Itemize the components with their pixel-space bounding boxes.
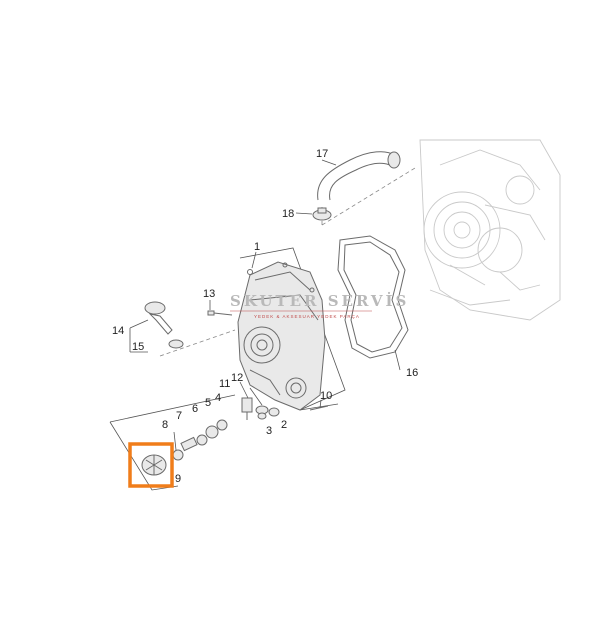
part-16-gasket bbox=[337, 235, 409, 359]
callout-10: 10 bbox=[320, 390, 332, 402]
highlight-box bbox=[128, 442, 174, 488]
callout-14: 14 bbox=[112, 325, 124, 337]
engine-background bbox=[419, 139, 561, 321]
leader-lines bbox=[173, 159, 401, 451]
callout-8: 8 bbox=[162, 419, 168, 431]
callout-labels: 17 18 1 16 13 14 15 12 11 10 5 4 6 7 8 3… bbox=[112, 148, 418, 485]
callout-15: 15 bbox=[132, 341, 144, 353]
callout-2: 2 bbox=[281, 419, 287, 431]
part-1-crankcase-cover bbox=[237, 261, 326, 411]
callout-11: 11 bbox=[219, 378, 230, 390]
callout-18: 18 bbox=[282, 208, 294, 220]
callout-3: 3 bbox=[266, 425, 272, 437]
watermark-subtitle: YEDEK & AKSESUAR YEDEK PARÇA bbox=[254, 314, 360, 319]
part-17-hose bbox=[317, 151, 401, 201]
part-2-3-10-small bbox=[257, 405, 329, 420]
watermark-title: SKUTER SERVİS bbox=[230, 291, 409, 310]
part-14-dipstick bbox=[129, 301, 184, 353]
callout-7: 7 bbox=[176, 410, 182, 422]
part-13-bolt bbox=[207, 310, 233, 316]
callout-17: 17 bbox=[316, 148, 328, 160]
callout-4: 4 bbox=[215, 392, 221, 404]
callout-5: 5 bbox=[205, 397, 211, 409]
callout-6: 6 bbox=[192, 403, 198, 415]
part-9-impeller bbox=[141, 454, 167, 476]
part-4-8-pump-shaft bbox=[172, 419, 228, 461]
callout-13: 13 bbox=[203, 288, 215, 300]
callout-16: 16 bbox=[406, 367, 418, 379]
callout-12: 12 bbox=[231, 372, 243, 384]
callout-1: 1 bbox=[254, 241, 260, 253]
part-11-12-fittings bbox=[241, 397, 269, 420]
callout-9: 9 bbox=[175, 473, 181, 485]
part-18-clamp bbox=[312, 207, 332, 221]
